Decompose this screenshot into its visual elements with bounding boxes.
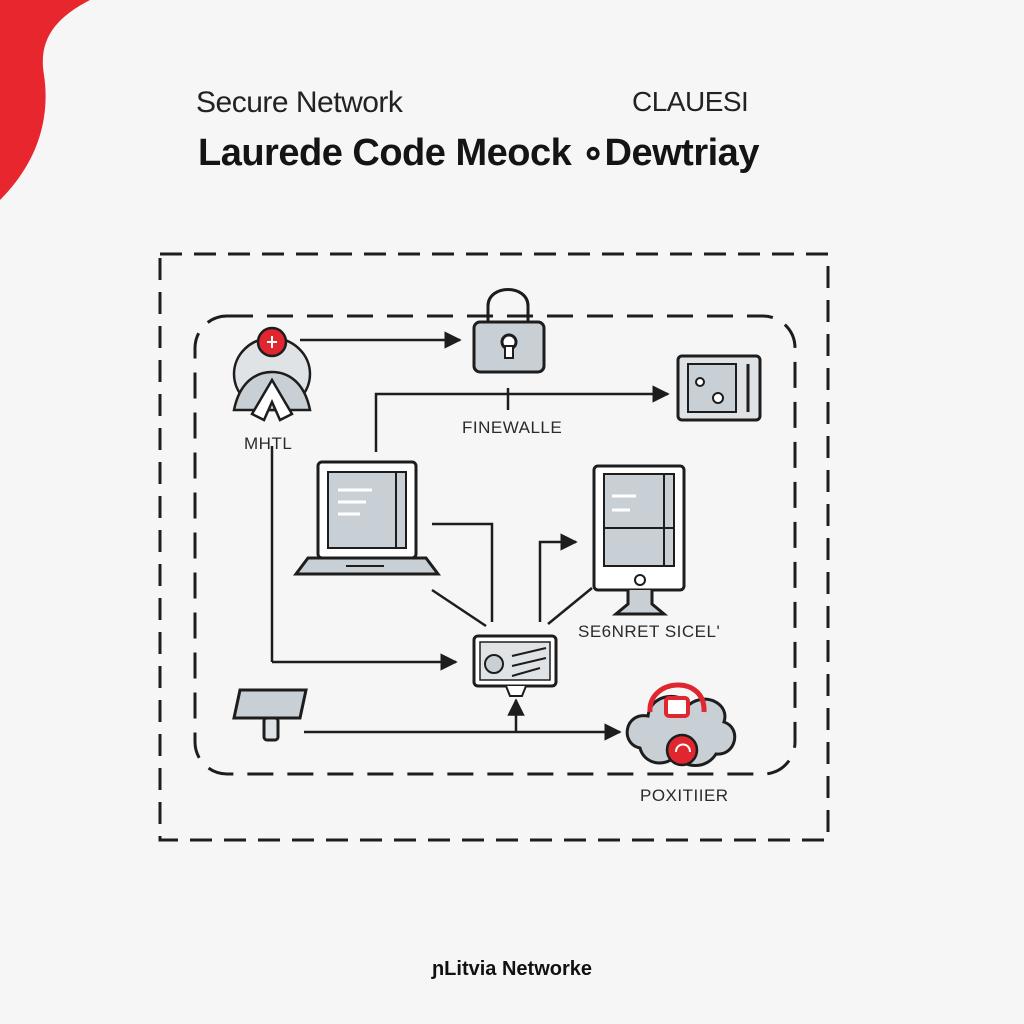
connectors	[270, 331, 670, 741]
threat-label: POXITIIER	[640, 786, 729, 805]
firewall-label: FINEWALLE	[462, 418, 563, 437]
footer-brand: ɲLitvia Networke	[431, 958, 593, 980]
line-laptop-diagonal	[431, 588, 487, 628]
inner-boundary	[193, 314, 797, 776]
arrow-to-server	[538, 533, 578, 622]
threat-cloud-icon	[625, 682, 737, 767]
line-server-to-gateway	[547, 587, 593, 625]
server-label: SE6NRET SICEL'	[578, 622, 721, 641]
user-icon	[232, 326, 312, 422]
gateway-card-icon	[472, 634, 558, 697]
red-corner-shape	[0, 0, 90, 200]
page-title: Laurede Code Meock ∘Dewtriay	[198, 132, 759, 174]
title-claues: CLAUESI	[632, 86, 749, 117]
laptop-icon	[293, 460, 441, 576]
arrow-laptop-to-monitor	[374, 385, 670, 452]
server-icon	[592, 464, 686, 616]
outer-boundary	[158, 252, 830, 842]
router-icon	[232, 688, 308, 742]
title-secure-network: Secure Network	[196, 86, 403, 119]
monitor-panel-icon	[676, 354, 762, 422]
line-laptop-to-gateway	[432, 522, 494, 622]
user-label: MHTL	[244, 434, 293, 453]
padlock-icon	[472, 288, 546, 374]
